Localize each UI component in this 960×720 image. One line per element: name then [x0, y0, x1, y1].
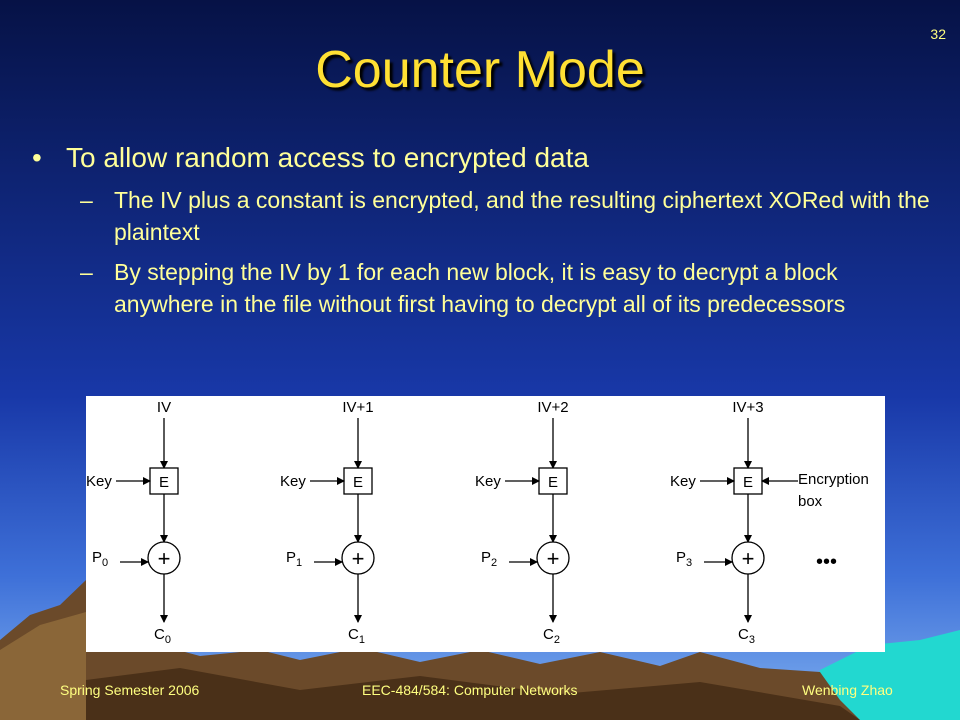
- plaintext-label: P0: [92, 549, 108, 569]
- slide-title: Counter Mode: [315, 41, 645, 99]
- ciphertext-label: C0: [154, 626, 171, 646]
- sub-bullet-item: – The IV plus a constant is encrypted, a…: [80, 184, 942, 248]
- xor-symbol: +: [547, 546, 560, 571]
- cyan-hill: [800, 630, 960, 720]
- dash-icon: –: [80, 187, 93, 213]
- sub-bullet-text: By stepping the IV by 1 for each new blo…: [114, 259, 846, 317]
- key-label: Key: [86, 473, 112, 490]
- sub-bullet-text: The IV plus a constant is encrypted, and…: [114, 187, 930, 245]
- counter-stage: IV+1E Key +: [280, 399, 375, 623]
- counter-value-label: IV+2: [537, 399, 568, 416]
- footer-author: Wenbing Zhao: [802, 682, 893, 698]
- plaintext-label: P3: [676, 549, 692, 569]
- bullet-item: • To allow random access to encrypted da…: [32, 140, 942, 176]
- encryption-box-caption: Encryption: [798, 471, 869, 488]
- plaintext-label: P1: [286, 549, 302, 569]
- ciphertext-label: C3: [738, 626, 755, 646]
- encryption-box-label: E: [548, 474, 558, 491]
- bullet-text: To allow random access to encrypted data: [66, 142, 589, 173]
- counter-value-label: IV+3: [732, 399, 763, 416]
- encryption-box-label: E: [743, 474, 753, 491]
- counter-stage: IV E Key +: [86, 399, 181, 623]
- encryption-box-label: E: [159, 474, 169, 491]
- encryption-box-label: E: [353, 474, 363, 491]
- ciphertext-label: C1: [348, 626, 365, 646]
- sub-bullet-item: – By stepping the IV by 1 for each new b…: [80, 256, 942, 320]
- counter-stage: IV+3E Key +: [670, 399, 765, 623]
- key-label: Key: [280, 473, 306, 490]
- bullet-dot-icon: •: [32, 142, 42, 173]
- dash-icon: –: [80, 259, 93, 285]
- ciphertext-label: C2: [543, 626, 560, 646]
- counter-value-label: IV+1: [342, 399, 373, 416]
- xor-symbol: +: [742, 546, 755, 571]
- plaintext-label: P2: [481, 549, 497, 569]
- footer-course: EEC-484/584: Computer Networks: [362, 682, 578, 698]
- xor-symbol: +: [158, 546, 171, 571]
- bullet-list: • To allow random access to encrypted da…: [32, 140, 942, 320]
- encryption-box-caption: box: [798, 493, 823, 510]
- counter-value-label: IV: [157, 399, 171, 416]
- ellipsis-icon: •••: [816, 551, 837, 573]
- counter-stage: IV+2E Key +: [475, 399, 570, 623]
- xor-symbol: +: [352, 546, 365, 571]
- encryption-box: [538, 467, 568, 495]
- footer-semester: Spring Semester 2006: [60, 682, 200, 698]
- slide-number: 32: [930, 26, 946, 42]
- key-label: Key: [475, 473, 501, 490]
- key-label: Key: [670, 473, 696, 490]
